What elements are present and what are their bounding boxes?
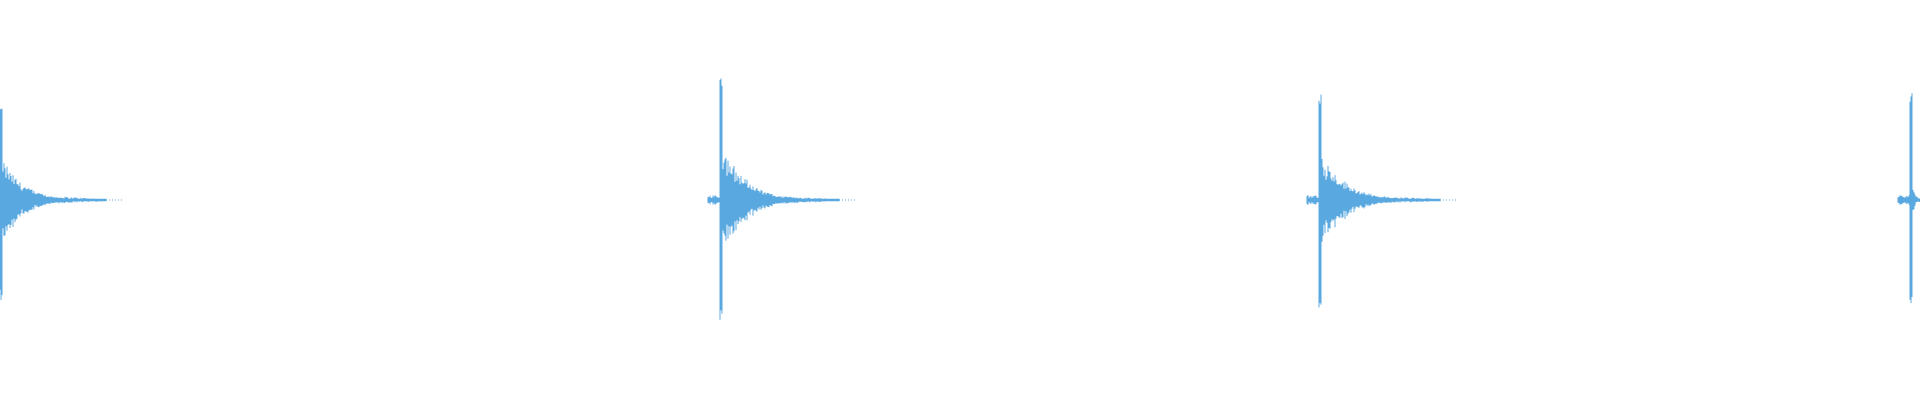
waveform-burst-1-shape (0, 108, 107, 300)
waveform-burst-4-shape (1897, 93, 1920, 303)
waveform-burst-2 (707, 78, 855, 320)
waveform-burst-2-shape (707, 78, 840, 320)
waveform-burst-1 (0, 108, 122, 300)
waveform-bursts (0, 78, 1920, 320)
waveform-burst-3-shape (1306, 94, 1441, 308)
waveform-burst-4 (1897, 93, 1920, 303)
waveform-burst-3 (1306, 94, 1456, 308)
